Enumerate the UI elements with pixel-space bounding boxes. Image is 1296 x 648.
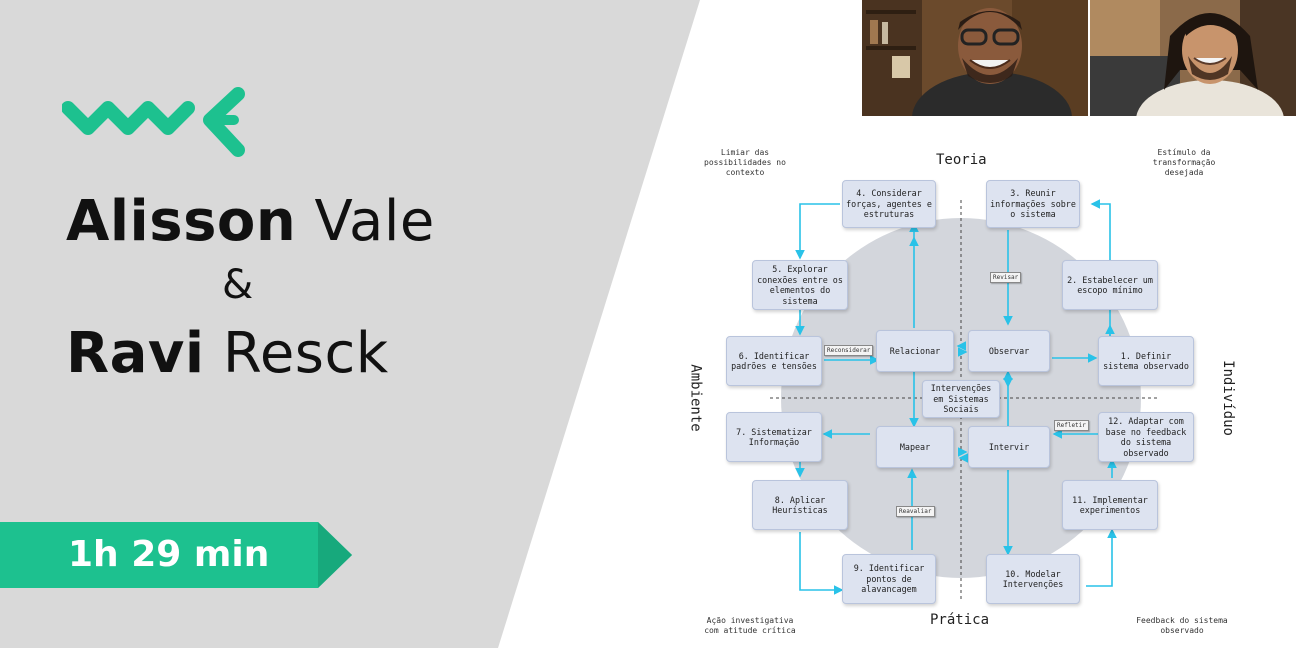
presenter-two-last: Resck — [222, 321, 389, 386]
core-relacionar-box: Relacionar — [876, 330, 954, 372]
corner-label-top-right: Estímulo da transformação desejada — [1152, 148, 1216, 177]
axis-label-top: Teoria — [936, 152, 987, 168]
corner-label-bottom-left: Ação investigativa com atitude crítica — [704, 616, 796, 635]
duration-badge — [0, 522, 352, 588]
step-4-box: 4. Considerar forças, agentes e estrutur… — [842, 180, 936, 228]
brand-logo-icon — [62, 87, 245, 157]
corner-label-bottom-right: Feedback do sistema observado — [1136, 616, 1228, 635]
corner-label-top-left: Limiar das possibilidades no contexto — [704, 148, 786, 177]
presenter-one-last: Vale — [314, 189, 435, 254]
duration-text: 1h 29 min — [68, 534, 270, 575]
step-7-box: 7. Sistematizar Informação — [726, 412, 822, 462]
step-12-box: 12. Adaptar com base no feedback do sist… — [1098, 412, 1194, 462]
webcam-feed-alisson — [862, 0, 1088, 116]
tag-reavaliar: Reavaliar — [896, 506, 935, 517]
step-6-box: 6. Identificar padrões e tensões — [726, 336, 822, 386]
step-10-box: 10. Modelar Intervenções — [986, 554, 1080, 604]
step-5-box: 5. Explorar conexões entre os elementos … — [752, 260, 848, 310]
presenter-two-name: Ravi Resck — [66, 322, 389, 386]
axis-label-bottom: Prática — [930, 612, 990, 628]
tag-revisar: Revisar — [990, 272, 1022, 283]
presenter-two-first: Ravi — [66, 321, 205, 386]
step-9-box: 9. Identificar pontos de alavancagem — [842, 554, 936, 604]
step-3-box: 3. Reunir informações sobre o sistema — [986, 180, 1080, 228]
axis-label-right: Indivíduo — [1219, 360, 1236, 436]
tag-refletir: Refletir — [1054, 420, 1089, 431]
step-8-box: 8. Aplicar Heurísticas — [752, 480, 848, 530]
center-box: Intervenções em Sistemas Sociais — [922, 380, 1000, 418]
presenter-one-first: Alisson — [66, 189, 297, 254]
tag-reconsiderar: Reconsiderar — [824, 345, 874, 356]
core-mapear-box: Mapear — [876, 426, 954, 468]
core-intervir-box: Intervir — [968, 426, 1050, 468]
core-observar-box: Observar — [968, 330, 1050, 372]
step-2-box: 2. Estabelecer um escopo mínimo — [1062, 260, 1158, 310]
axis-label-left: Ambiente — [687, 364, 704, 432]
diagram-intervencoes-sistemas-sociais: Teoria Prática Ambiente Indivíduo Limiar… — [687, 140, 1250, 648]
ampersand: & — [222, 262, 254, 308]
webcam-feed-ravi — [1090, 0, 1296, 116]
step-11-box: 11. Implementar experimentos — [1062, 480, 1158, 530]
step-1-box: 1. Definir sistema observado — [1098, 336, 1194, 386]
presenter-one-name: Alisson Vale — [66, 190, 435, 254]
